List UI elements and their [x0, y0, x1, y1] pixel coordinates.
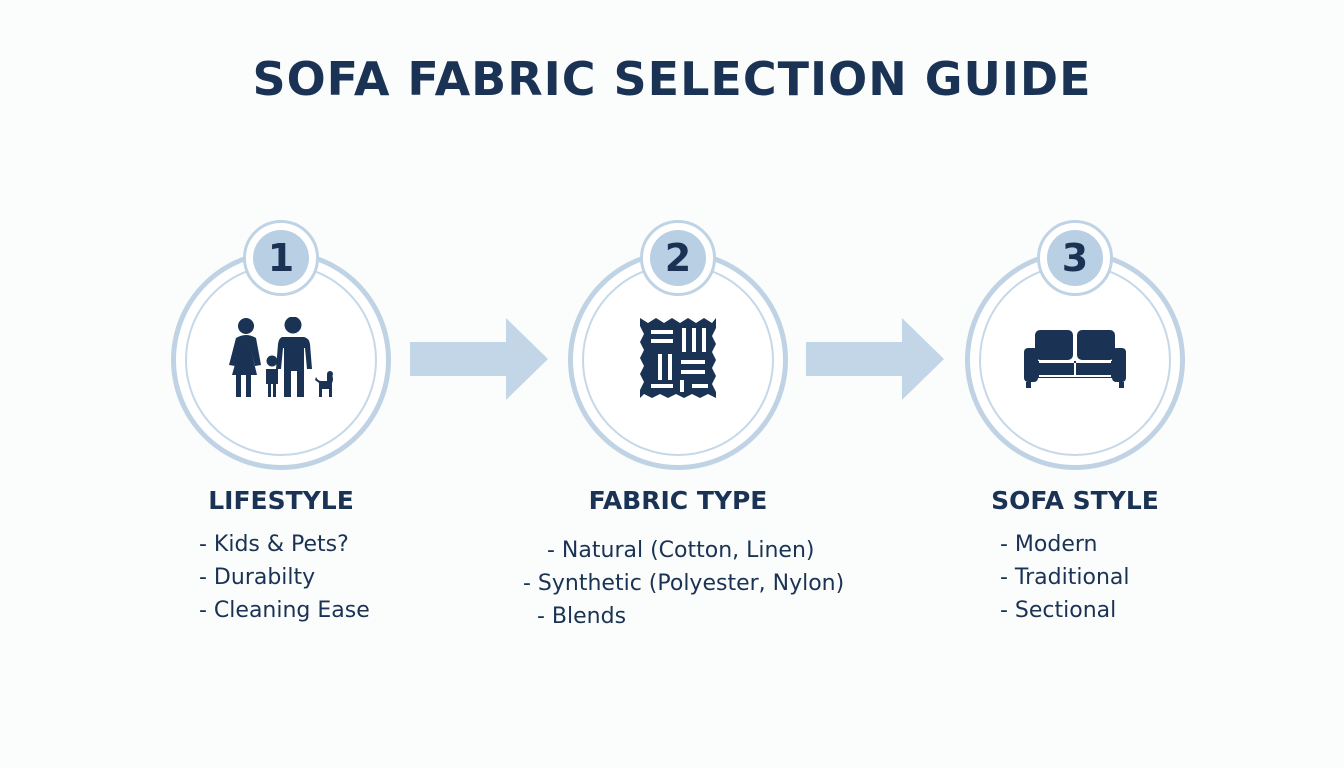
woven-fabric-swatch-icon: [618, 310, 738, 406]
list-item: - Kids & Pets?: [199, 532, 349, 557]
arrow-right-icon: [410, 318, 548, 400]
step-criteria-list: - Natural (Cotton, Linen) - Synthetic (P…: [523, 534, 844, 633]
step-number-badge: 2: [650, 230, 706, 286]
list-item: - Natural (Cotton, Linen): [547, 538, 815, 563]
list-item: - Durabilty: [199, 565, 316, 590]
step-number-badge: 3: [1047, 230, 1103, 286]
arrow-right-icon: [806, 318, 944, 400]
step-lifestyle: 1 LIFESTYLE - Kids & Pets? - Durabilty -…: [151, 220, 411, 640]
list-item: - Blends: [537, 604, 627, 629]
list-item: - Modern: [1000, 532, 1098, 557]
family-with-dog-icon: [221, 310, 341, 406]
step-label: FABRIC TYPE: [588, 486, 768, 515]
list-item: - Traditional: [1000, 565, 1130, 590]
step-number-badge: 1: [253, 230, 309, 286]
step-fabric-type: 2 FABRIC TYPE - Natural (Cotton, Linen) …: [523, 220, 844, 640]
page-title: SOFA FABRIC SELECTION GUIDE: [252, 52, 1092, 106]
list-item: - Synthetic (Polyester, Nylon): [523, 571, 845, 596]
list-item: - Cleaning Ease: [199, 598, 370, 623]
list-item: - Sectional: [1000, 598, 1117, 623]
step-label: LIFESTYLE: [208, 486, 354, 515]
sofa-icon: [1015, 310, 1135, 406]
step-criteria-list: - Kids & Pets? - Durabilty - Cleaning Ea…: [199, 528, 370, 627]
step-label: SOFA STYLE: [991, 486, 1159, 515]
step-criteria-list: - Modern - Traditional - Sectional: [1000, 528, 1129, 627]
step-sofa-style: 3 SOFA STYLE - Modern - Traditional - Se…: [945, 220, 1205, 640]
